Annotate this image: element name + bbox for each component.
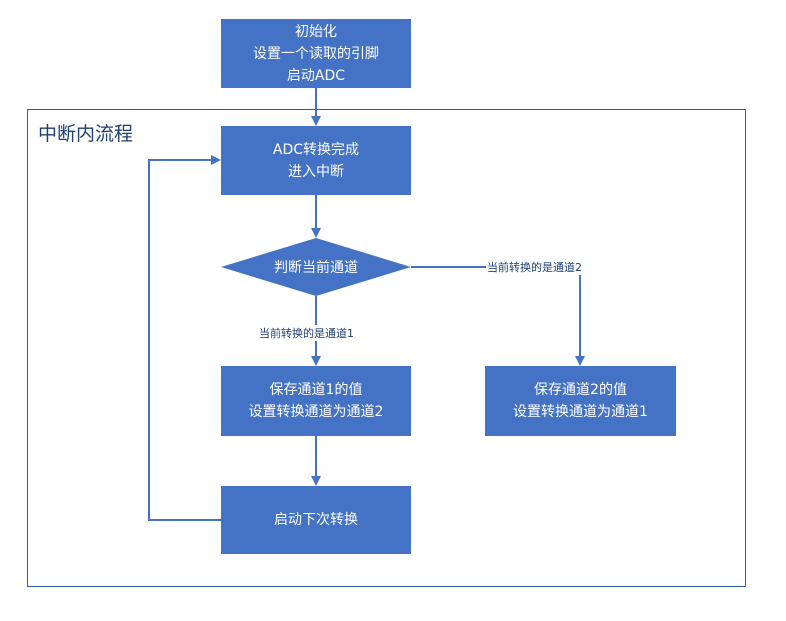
frame-title: 中断内流程: [38, 123, 134, 145]
decision-diamond: [221, 238, 411, 296]
decision-label: 判断当前通道: [274, 260, 358, 276]
adc-done-line-1: ADC转换完成: [272, 141, 360, 158]
init-box: 初始化 设置一个读取的引脚 启动ADC: [221, 19, 411, 88]
save-ch1-line-2: 设置转换通道为通道2: [248, 404, 384, 420]
adc-done-box: ADC转换完成 进入中断: [221, 126, 411, 195]
edge-loop-back: [148, 155, 221, 521]
next-conversion-label: 启动下次转换: [274, 512, 358, 528]
save-ch1-box: 保存通道1的值 设置转换通道为通道2: [221, 366, 411, 436]
edge-decision-to-save-ch2: [411, 266, 585, 366]
init-line-2: 设置一个读取的引脚: [253, 45, 379, 62]
save-ch2-line-1: 保存通道2的值: [534, 382, 627, 398]
adc-done-line-2: 进入中断: [288, 163, 344, 180]
next-conversion-box: 启动下次转换: [221, 486, 411, 554]
edge-label-ch1: 当前转换的是通道1: [258, 325, 355, 341]
init-line-1: 初始化: [295, 23, 337, 40]
interrupt-flow-frame: [27, 109, 746, 587]
edge-label-ch2: 当前转换的是通道2: [486, 259, 583, 275]
save-ch1-line-1: 保存通道1的值: [269, 382, 363, 398]
save-ch2-line-2: 设置转换通道为通道1: [513, 404, 648, 420]
save-ch2-box: 保存通道2的值 设置转换通道为通道1: [485, 366, 676, 436]
init-line-3: 启动ADC: [286, 67, 346, 84]
